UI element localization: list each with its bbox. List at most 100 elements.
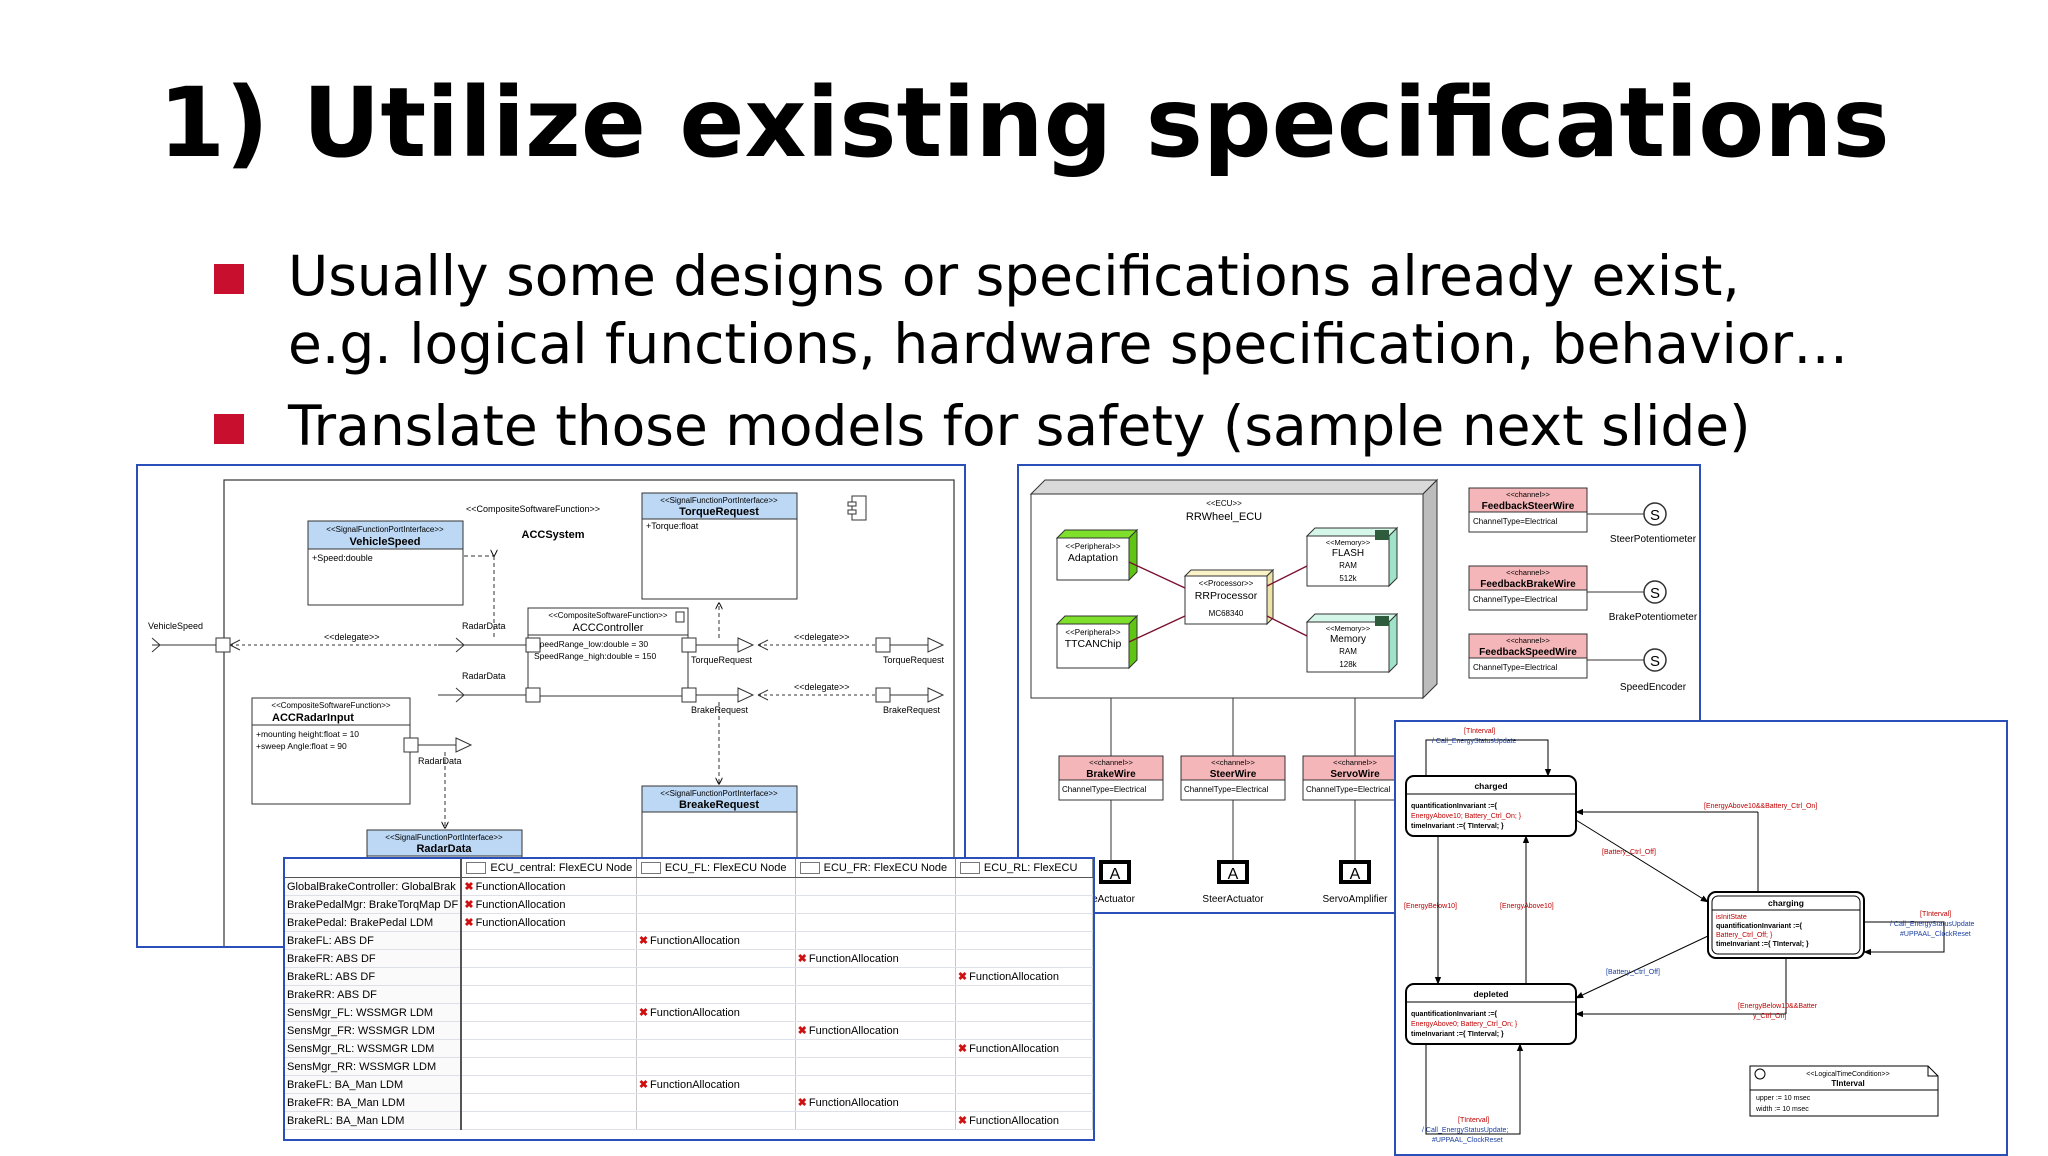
allocation-cell[interactable] (795, 913, 956, 932)
actuator-icon: A (1228, 866, 1239, 883)
table-header-row: ECU_central: FlexECU Node ECU_FL: FlexEC… (285, 859, 1093, 878)
table-row: BrakeRL: ABS DF✖FunctionAllocation (285, 967, 1093, 986)
connector-label: <<delegate>> (794, 682, 850, 692)
allocation-cell[interactable] (955, 913, 1093, 932)
channel-type: ChannelType=Electrical (1306, 785, 1390, 794)
allocation-cell[interactable]: ✖FunctionAllocation (795, 1021, 956, 1040)
processor-name: RRProcessor (1195, 590, 1258, 602)
channel-type: ChannelType=Electrical (1062, 785, 1146, 794)
allocation-cell[interactable]: ✖FunctionAllocation (461, 913, 637, 932)
row-header: BrakeFR: BA_Man LDM (285, 1093, 463, 1112)
allocation-cell[interactable] (955, 949, 1093, 968)
allocation-x-icon: ✖ (957, 971, 968, 983)
table-row: BrakePedal: BrakePedal LDM✖FunctionAlloc… (285, 913, 1093, 932)
allocation-cell[interactable]: ✖FunctionAllocation (795, 1093, 956, 1112)
allocation-cell[interactable]: ✖FunctionAllocation (636, 931, 796, 950)
allocation-cell[interactable]: ✖FunctionAllocation (636, 1003, 796, 1022)
allocation-cell[interactable]: ✖FunctionAllocation (795, 949, 956, 968)
allocation-label: FunctionAllocation (969, 971, 1059, 983)
allocation-cell[interactable] (461, 1111, 637, 1130)
allocation-cell[interactable] (636, 895, 796, 914)
allocation-cell[interactable] (955, 1075, 1093, 1094)
channel-brake-wire: <<channel>> BrakeWire ChannelType=Electr… (1058, 755, 1164, 801)
state-machine-diagram: charged quantificationInvariant :={ Ener… (1394, 720, 2008, 1156)
allocation-cell[interactable] (955, 931, 1093, 950)
allocation-label: FunctionAllocation (475, 917, 566, 929)
transition-guard: [EnergyBelow10] (1404, 903, 1457, 910)
allocation-cell[interactable] (955, 985, 1093, 1004)
transition-guard: [TInterval] (1920, 911, 1951, 918)
row-header: SensMgr_RL: WSSMGR LDM (285, 1039, 463, 1058)
allocation-cell[interactable] (795, 1003, 956, 1022)
allocation-cell[interactable] (636, 913, 796, 932)
allocation-cell[interactable]: ✖FunctionAllocation (461, 877, 637, 896)
transition-guard: [Battery_Ctrl_Off] (1606, 969, 1660, 976)
channel-name: SteerWire (1210, 769, 1257, 780)
allocation-cell[interactable] (636, 949, 796, 968)
allocation-cell[interactable] (795, 1075, 956, 1094)
allocation-cell[interactable] (461, 1093, 637, 1112)
allocation-cell[interactable] (795, 967, 956, 986)
allocation-cell[interactable]: ✖FunctionAllocation (955, 1111, 1093, 1130)
allocation-cell[interactable] (795, 1111, 956, 1130)
interface-attribute: +Speed:double (312, 553, 373, 563)
allocation-cell[interactable] (636, 877, 796, 896)
table-row: BrakeFL: BA_Man LDM✖FunctionAllocation (285, 1075, 1093, 1094)
allocation-cell[interactable] (955, 1093, 1093, 1112)
allocation-cell[interactable] (795, 1039, 956, 1058)
allocation-cell[interactable] (795, 895, 956, 914)
allocation-cell[interactable] (636, 985, 796, 1004)
allocation-cell[interactable] (461, 985, 637, 1004)
channel-stereotype: <<channel>> (1506, 568, 1550, 577)
ttcanchip-peripheral: <<Peripheral>> TTCANChip (1055, 614, 1139, 670)
allocation-cell[interactable] (461, 1021, 637, 1040)
block-attribute: +mounting height:float = 10 (256, 729, 359, 739)
allocation-cell[interactable] (636, 1093, 796, 1112)
allocation-label: FunctionAllocation (808, 1025, 899, 1037)
channel-type: ChannelType=Electrical (1473, 663, 1557, 672)
note-width: width := 10 msec (1755, 1106, 1809, 1113)
allocation-cell[interactable] (636, 967, 796, 986)
interface-name: TorqueRequest (679, 506, 759, 518)
allocation-cell[interactable] (955, 1057, 1093, 1076)
channel-name: FeedbackSpeedWire (1479, 647, 1577, 658)
allocation-cell[interactable] (461, 1075, 637, 1094)
allocation-cell[interactable]: ✖FunctionAllocation (461, 895, 637, 914)
allocation-cell[interactable] (461, 949, 637, 968)
allocation-cell[interactable] (461, 931, 637, 950)
allocation-cell[interactable] (795, 931, 956, 950)
allocation-cell[interactable] (461, 1039, 637, 1058)
allocation-cell[interactable]: ✖FunctionAllocation (955, 967, 1093, 986)
block-attribute: +sweep Angle:float = 90 (256, 741, 347, 751)
processor-stereotype: <<Processor>> (1199, 579, 1254, 588)
allocation-x-icon: ✖ (797, 953, 807, 965)
row-header: BrakePedal: BrakePedal LDM (285, 913, 463, 932)
allocation-x-icon: ✖ (797, 1025, 807, 1037)
allocation-cell[interactable] (795, 985, 956, 1004)
allocation-cell[interactable] (955, 1021, 1093, 1040)
allocation-cell[interactable] (795, 877, 956, 896)
bullet-square-icon (214, 414, 244, 444)
allocation-cell[interactable] (955, 895, 1093, 914)
bullet-text-line: Translate those models for safety (sampl… (288, 394, 1751, 458)
allocation-x-icon: ✖ (797, 1097, 807, 1109)
state-time-invariant: timeInvariant :={ TInterval; } (1411, 1031, 1504, 1038)
memory-size: 512k (1339, 574, 1357, 583)
node-icon (640, 862, 661, 875)
allocation-cell[interactable] (795, 1057, 956, 1076)
allocation-cell[interactable]: ✖FunctionAllocation (955, 1039, 1093, 1058)
allocation-cell[interactable] (636, 1021, 796, 1040)
allocation-cell[interactable] (461, 967, 637, 986)
allocation-cell[interactable] (636, 1057, 796, 1076)
allocation-cell[interactable] (461, 1003, 637, 1022)
allocation-cell[interactable] (636, 1039, 796, 1058)
memory-name: Memory (1330, 634, 1366, 645)
allocation-cell[interactable] (636, 1111, 796, 1130)
allocation-cell[interactable] (955, 877, 1093, 896)
allocation-cell[interactable] (461, 1057, 637, 1076)
allocation-cell[interactable] (955, 1003, 1093, 1022)
transition-guard: [TInterval] (1458, 1117, 1489, 1124)
allocation-table-panel: ECU_central: FlexECU Node ECU_FL: FlexEC… (283, 857, 1095, 1141)
allocation-cell[interactable]: ✖FunctionAllocation (636, 1075, 796, 1094)
transition-reset: #UPPAAL_ClockReset (1900, 931, 1971, 938)
